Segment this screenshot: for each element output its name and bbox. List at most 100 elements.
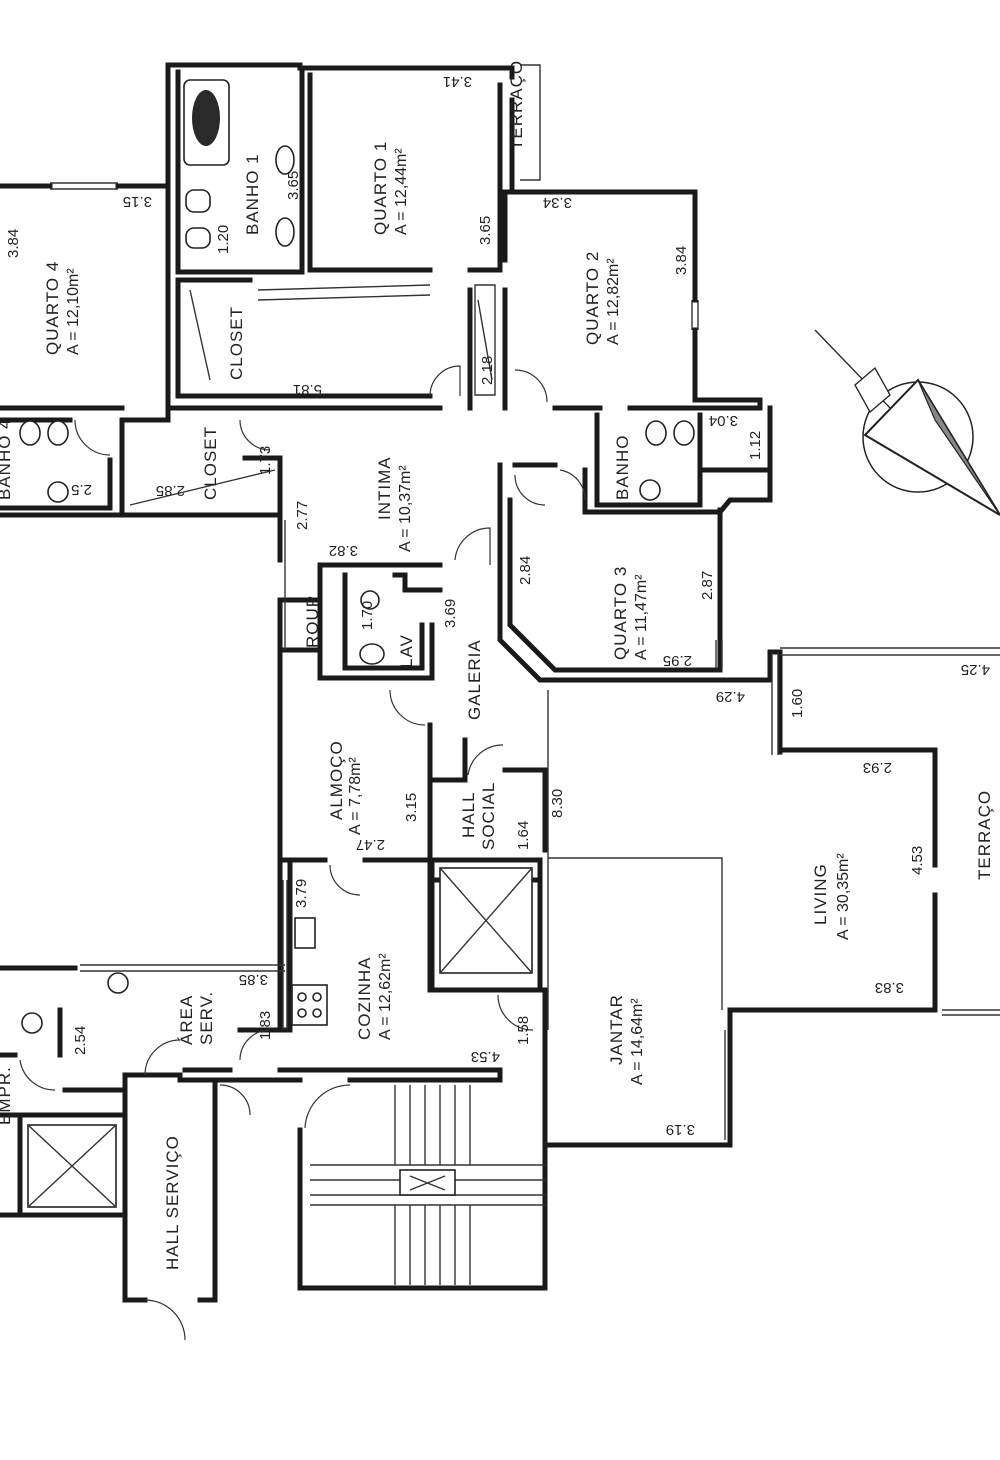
dim-2-18: 2.18 (479, 356, 496, 385)
wall-quarto4 (0, 183, 171, 518)
room-labels: TERRAÇO QUARTO 1 A = 12,44m² BANHO 1 QUA… (0, 60, 994, 1270)
window-quarto3 (715, 640, 723, 668)
stove-burner-2 (312, 992, 322, 1002)
banho1-bidet (185, 227, 211, 249)
top-area-serv-line (80, 964, 285, 972)
label-intima: INTIMA (375, 456, 394, 520)
dim-3-85: 3.85 (239, 971, 268, 988)
wall-top-north (165, 62, 515, 193)
label-area-serv-2: SERV. (197, 991, 216, 1045)
dim-3-69: 3.69 (442, 599, 459, 628)
dim-3-65-banho: 3.65 (285, 171, 302, 200)
label-quarto1-area: A = 12,44m² (393, 148, 410, 235)
door-arc-closet (429, 365, 461, 397)
dim-1-20: 1.20 (215, 225, 232, 254)
dim-2-54: 2.54 (72, 1026, 89, 1055)
dim-3-84-q2: 3.84 (673, 246, 690, 275)
dim-2-85: 2.85 (156, 482, 185, 499)
banho-bidet (673, 420, 695, 446)
dim-2-84: 2.84 (517, 556, 534, 585)
terraco-top-rail (520, 64, 541, 181)
door-arc-area (144, 1039, 181, 1076)
walls (0, 62, 938, 1303)
dim-1-64: 1.64 (515, 821, 532, 850)
door-arc-empr (19, 1059, 56, 1091)
dim-5-81: 5.81 (293, 381, 322, 398)
label-area-serv-1: ÁREA (177, 995, 196, 1045)
bathtub-basin (192, 90, 220, 146)
label-living: LIVING (811, 863, 830, 925)
dim-1-60: 1.60 (789, 689, 806, 718)
dim-1-58: 1.58 (515, 1016, 532, 1045)
wall-cozinha-bottom (177, 1067, 303, 1083)
dim-4-25: 4.25 (961, 661, 990, 678)
window-quarto2 (691, 300, 699, 330)
label-banho1: BANHO 1 (243, 153, 262, 235)
banho4-bidet (47, 420, 69, 446)
dim-3-04: 3.04 (709, 412, 738, 429)
door-arc-quarto2 (514, 369, 548, 403)
label-jantar: JANTAR (607, 994, 626, 1065)
label-closet2: CLOSET (201, 426, 220, 500)
dim-2-93: 2.93 (863, 759, 892, 776)
closet-intima-line (474, 284, 496, 396)
stair-treads (310, 1085, 545, 1285)
door-arc-intima (239, 419, 271, 451)
window-quarto4 (50, 182, 118, 190)
wall-quarto2 (502, 189, 763, 411)
label-almoco: ALMOÇO (327, 740, 346, 820)
dim-3-15-almoco: 3.15 (403, 793, 420, 822)
window-cozinha (282, 880, 288, 1030)
door-arc-stair2 (219, 1084, 251, 1116)
closet-line (189, 284, 431, 381)
lav-toilet (359, 643, 385, 665)
door-arc-lav (389, 689, 426, 726)
intima-line (284, 520, 549, 1030)
label-quarto2-area: A = 12,82m² (605, 258, 622, 345)
dim-2-77: 2.77 (294, 501, 311, 530)
label-hall-social-2: SOCIAL (479, 782, 498, 850)
wall-cozinha (237, 857, 503, 1083)
dim-2-87: 2.87 (699, 571, 716, 600)
north-arrow-icon (814, 329, 1000, 516)
dim-3-15-top: 3.15 (123, 193, 152, 210)
wall-lav (317, 562, 443, 681)
stove-burner-4 (312, 1008, 322, 1018)
dim-3-82: 3.82 (329, 542, 358, 559)
door-arc-stair (304, 1084, 351, 1129)
wall-quarto1-inner (307, 72, 503, 273)
dim-3-19: 3.19 (666, 1121, 695, 1138)
dimension-labels: 3.41 3.65 3.65 3.15 3.84 3.34 3.84 1.20 … (5, 73, 990, 1138)
label-jantar-area: A = 14,64m² (629, 998, 646, 1085)
door-arc-galeria (454, 527, 491, 565)
wall-area-serv (0, 965, 183, 1093)
banho4-toilet (19, 420, 41, 446)
label-hall-social-1: HALL (459, 791, 478, 838)
fixtures (19, 79, 695, 1285)
dim-1-83: 1.83 (257, 1011, 274, 1040)
banho1-sink-1 (275, 145, 295, 175)
wall-stair (297, 1077, 548, 1291)
label-quarto2: QUARTO 2 (583, 251, 602, 345)
dim-3-79: 3.79 (293, 879, 310, 908)
label-quarto1: QUARTO 1 (371, 141, 390, 235)
dim-4-29: 4.29 (716, 688, 745, 705)
label-quarto4-area: A = 12,10m² (65, 268, 82, 355)
label-roup: ROUP (303, 595, 322, 648)
door-arc-almoco (329, 864, 361, 896)
banho-toilet (645, 420, 667, 446)
label-closet1: CLOSET (227, 306, 246, 380)
door-arc-cozinha (239, 1029, 271, 1061)
dim-1-12: 1.12 (747, 431, 764, 460)
door-arc-hall-servico (144, 1299, 186, 1341)
wall-closet-inner (175, 277, 433, 399)
wall-quarto2-left (467, 189, 508, 411)
label-quarto3-area: A = 11,47m² (633, 574, 650, 660)
terraco-right-line (780, 647, 1000, 1016)
area-serv-tank (107, 972, 129, 994)
banho1-toilet (185, 189, 211, 213)
dim-3-65-quarto1: 3.65 (477, 216, 494, 245)
wall-jantar-left (492, 987, 548, 1033)
empr-sink (21, 1012, 43, 1034)
